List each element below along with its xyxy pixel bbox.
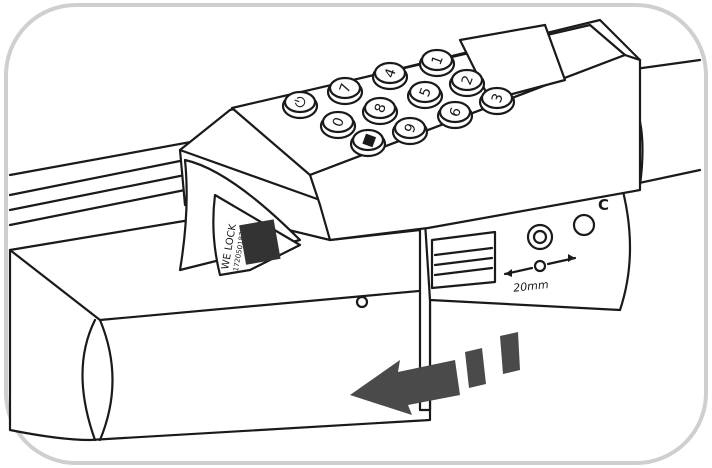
key-9[interactable]: 9 <box>391 116 429 146</box>
key-0[interactable]: 0 <box>319 110 357 140</box>
lock-icon: ■ <box>359 131 379 149</box>
key-8[interactable]: 8 <box>361 96 399 126</box>
direction-arrow-icon <box>350 332 520 415</box>
key-3[interactable]: 3 <box>478 86 516 116</box>
key-4[interactable]: 4 <box>371 61 409 91</box>
power-icon: ⏻ <box>292 94 311 110</box>
key-2[interactable]: 2 <box>448 68 486 98</box>
adjust-marking: 20mm <box>513 278 550 295</box>
qr-code <box>239 219 281 265</box>
key-1[interactable]: 1 <box>418 48 456 78</box>
screw-marking: C <box>598 196 609 214</box>
key-5[interactable]: 5 <box>406 80 444 110</box>
key-lock[interactable]: ■ <box>349 128 387 158</box>
key-6[interactable]: 6 <box>436 100 474 130</box>
screw-hole <box>355 295 369 309</box>
key-7[interactable]: 7 <box>326 76 364 106</box>
key-power[interactable]: ⏻ <box>281 90 319 120</box>
cylinder-housing <box>8 58 702 442</box>
